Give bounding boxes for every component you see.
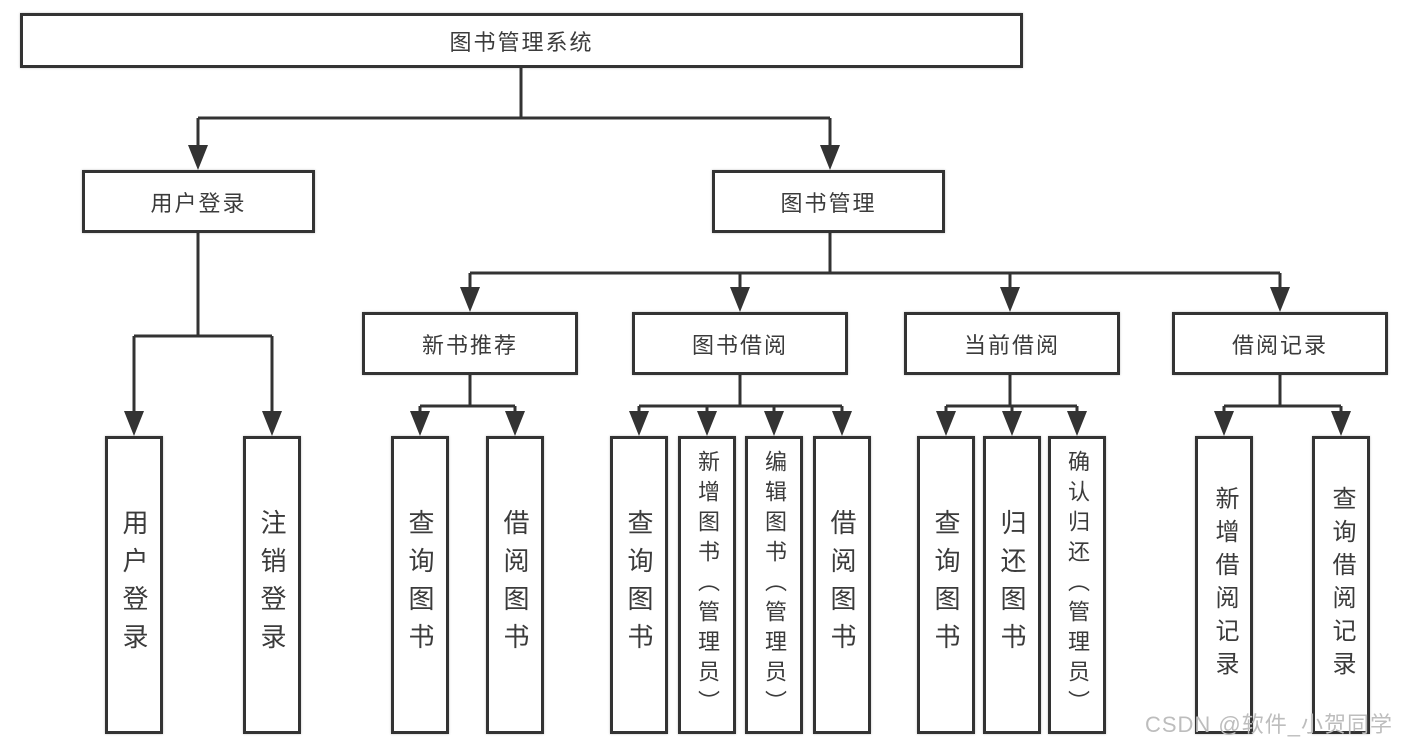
node-label: 新增借阅记录: [1211, 486, 1238, 684]
node-current-return-books: 归还图书: [983, 436, 1041, 734]
node-library-management-system: 图书管理系统: [20, 13, 1023, 68]
node-label: 当前借阅: [963, 332, 1060, 358]
node-borrow-borrow-books: 借阅图书: [813, 436, 871, 734]
node-recommend-query-books: 查询图书: [391, 436, 449, 734]
node-label: 查询图书: [931, 509, 961, 661]
node-label: 借阅图书: [500, 509, 530, 661]
node-label: 确认归还（管理员）: [1065, 450, 1090, 720]
arrowhead-icons: [124, 145, 1351, 436]
node-label: 图书管理: [780, 190, 877, 216]
node-label: 图书管理系统: [449, 29, 594, 55]
node-label: 查询图书: [624, 509, 654, 661]
node-user-login: 用户登录: [82, 170, 315, 233]
node-user-login-leaf: 用户登录: [105, 436, 163, 734]
node-borrow-query-books: 查询图书: [610, 436, 668, 734]
node-label: 新书推荐: [421, 332, 518, 358]
node-label: 查询借阅记录: [1328, 486, 1355, 684]
node-recommend-borrow-books: 借阅图书: [486, 436, 544, 734]
node-book-management: 图书管理: [712, 170, 945, 233]
node-label: 注销登录: [257, 509, 287, 661]
csdn-watermark: CSDN @软件_小贺同学: [1144, 712, 1393, 737]
node-current-confirm-return-admin: 确认归还（管理员）: [1048, 436, 1106, 734]
node-label: 用户登录: [119, 509, 149, 661]
node-current-query-books: 查询图书: [917, 436, 975, 734]
node-borrow-edit-books-admin: 编辑图书（管理员）: [745, 436, 803, 734]
node-book-borrow: 图书借阅: [632, 312, 848, 375]
node-label: 借阅图书: [827, 509, 857, 661]
node-logout-leaf: 注销登录: [243, 436, 301, 734]
node-record-add-borrow-record: 新增借阅记录: [1195, 436, 1253, 734]
node-label: 用户登录: [150, 190, 247, 216]
node-label: 新增图书（管理员）: [695, 450, 720, 720]
node-new-book-recommend: 新书推荐: [362, 312, 578, 375]
node-current-borrow: 当前借阅: [904, 312, 1120, 375]
node-label: 归还图书: [997, 509, 1027, 661]
node-record-query-borrow-record: 查询借阅记录: [1312, 436, 1370, 734]
node-label: 图书借阅: [691, 332, 788, 358]
node-borrow-add-books-admin: 新增图书（管理员）: [678, 436, 736, 734]
node-label: 编辑图书（管理员）: [762, 450, 787, 720]
node-label: 借阅记录: [1231, 332, 1328, 358]
node-borrow-record: 借阅记录: [1172, 312, 1388, 375]
node-label: 查询图书: [405, 509, 435, 661]
